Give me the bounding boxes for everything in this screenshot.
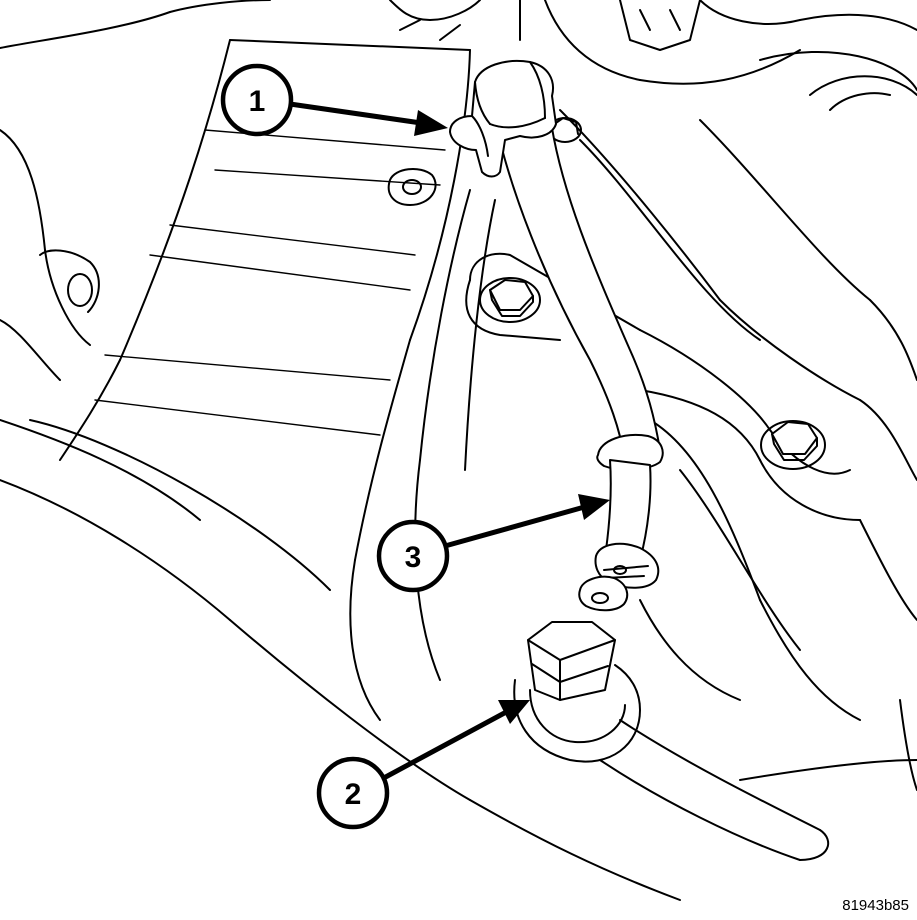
vent-hose [494,114,664,612]
mounting-bolt-right [760,420,826,470]
callout-3-label: 3 [405,541,422,574]
figure-id: 81943b85 [842,897,909,914]
callout-2: 2 [316,700,530,830]
drain-plug-bolt [513,621,830,861]
engine-casting-lines [0,0,917,901]
callout-1-label: 1 [249,85,266,118]
callout-1: 1 [220,63,448,137]
hose-clip [449,60,557,178]
callout-3: 3 [376,494,610,593]
callout-2-label: 2 [345,778,362,811]
mounting-bolt-upper [479,277,541,323]
